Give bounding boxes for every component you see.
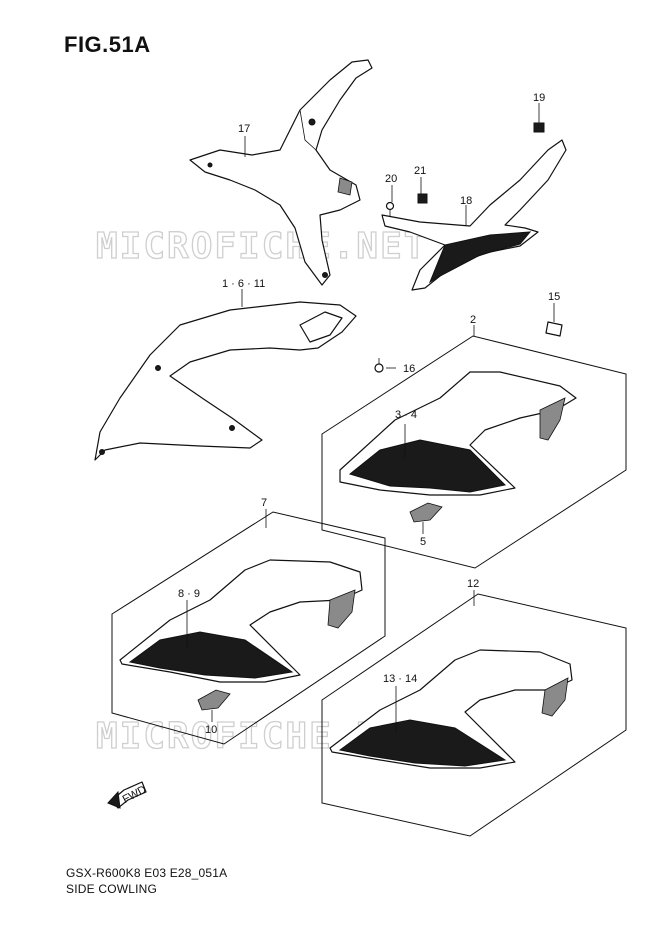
watermark-top: MICROFICHE.NET	[96, 226, 427, 267]
leader-lines	[186, 103, 555, 733]
assembly-frame-2	[321, 335, 627, 569]
callout-1-6-11: 1 · 6 · 11	[222, 278, 265, 290]
screw-part-20	[385, 201, 395, 217]
callout-5: 5	[420, 536, 426, 548]
nut-part-21	[417, 193, 428, 204]
figure-title: FIG.51A	[64, 32, 151, 57]
callout-8-9: 8 · 9	[178, 588, 200, 600]
callout-17: 17	[238, 123, 250, 135]
side-rail-part-18	[381, 139, 567, 291]
emblem-part-10	[197, 689, 231, 711]
assembly-frame-12	[321, 593, 627, 837]
callout-18: 18	[460, 195, 472, 207]
diagram-name: SIDE COWLING	[66, 882, 158, 896]
callout-13-14: 13 · 14	[383, 673, 417, 685]
callout-21: 21	[414, 165, 426, 177]
lower-cowling-part-7	[119, 559, 363, 683]
lower-cowling-part-2	[339, 371, 577, 496]
callout-15: 15	[548, 291, 560, 303]
callout-16: 16	[403, 363, 415, 375]
upper-cowling-part-1	[94, 301, 357, 461]
assembly-frame-7	[111, 511, 386, 745]
cushion-part-15	[545, 321, 563, 337]
callout-3-4: 3 · 4	[395, 409, 417, 421]
inner-panel-part-17	[189, 59, 373, 286]
callout-7: 7	[261, 497, 267, 509]
fwd-label: FWD	[121, 784, 149, 806]
callout-12: 12	[467, 578, 479, 590]
callout-10: 10	[205, 724, 217, 736]
emblem-part-5	[409, 502, 443, 523]
callout-2: 2	[470, 314, 476, 326]
screw-part-16	[374, 358, 384, 373]
callout-19: 19	[533, 92, 545, 104]
callout-20: 20	[385, 173, 397, 185]
lower-cowling-part-12	[329, 649, 573, 769]
diagram-code: GSX-R600K8 E03 E28_051A	[66, 866, 228, 880]
nut-part-19	[533, 122, 545, 133]
fwd-arrow-icon: FWD	[107, 781, 149, 809]
